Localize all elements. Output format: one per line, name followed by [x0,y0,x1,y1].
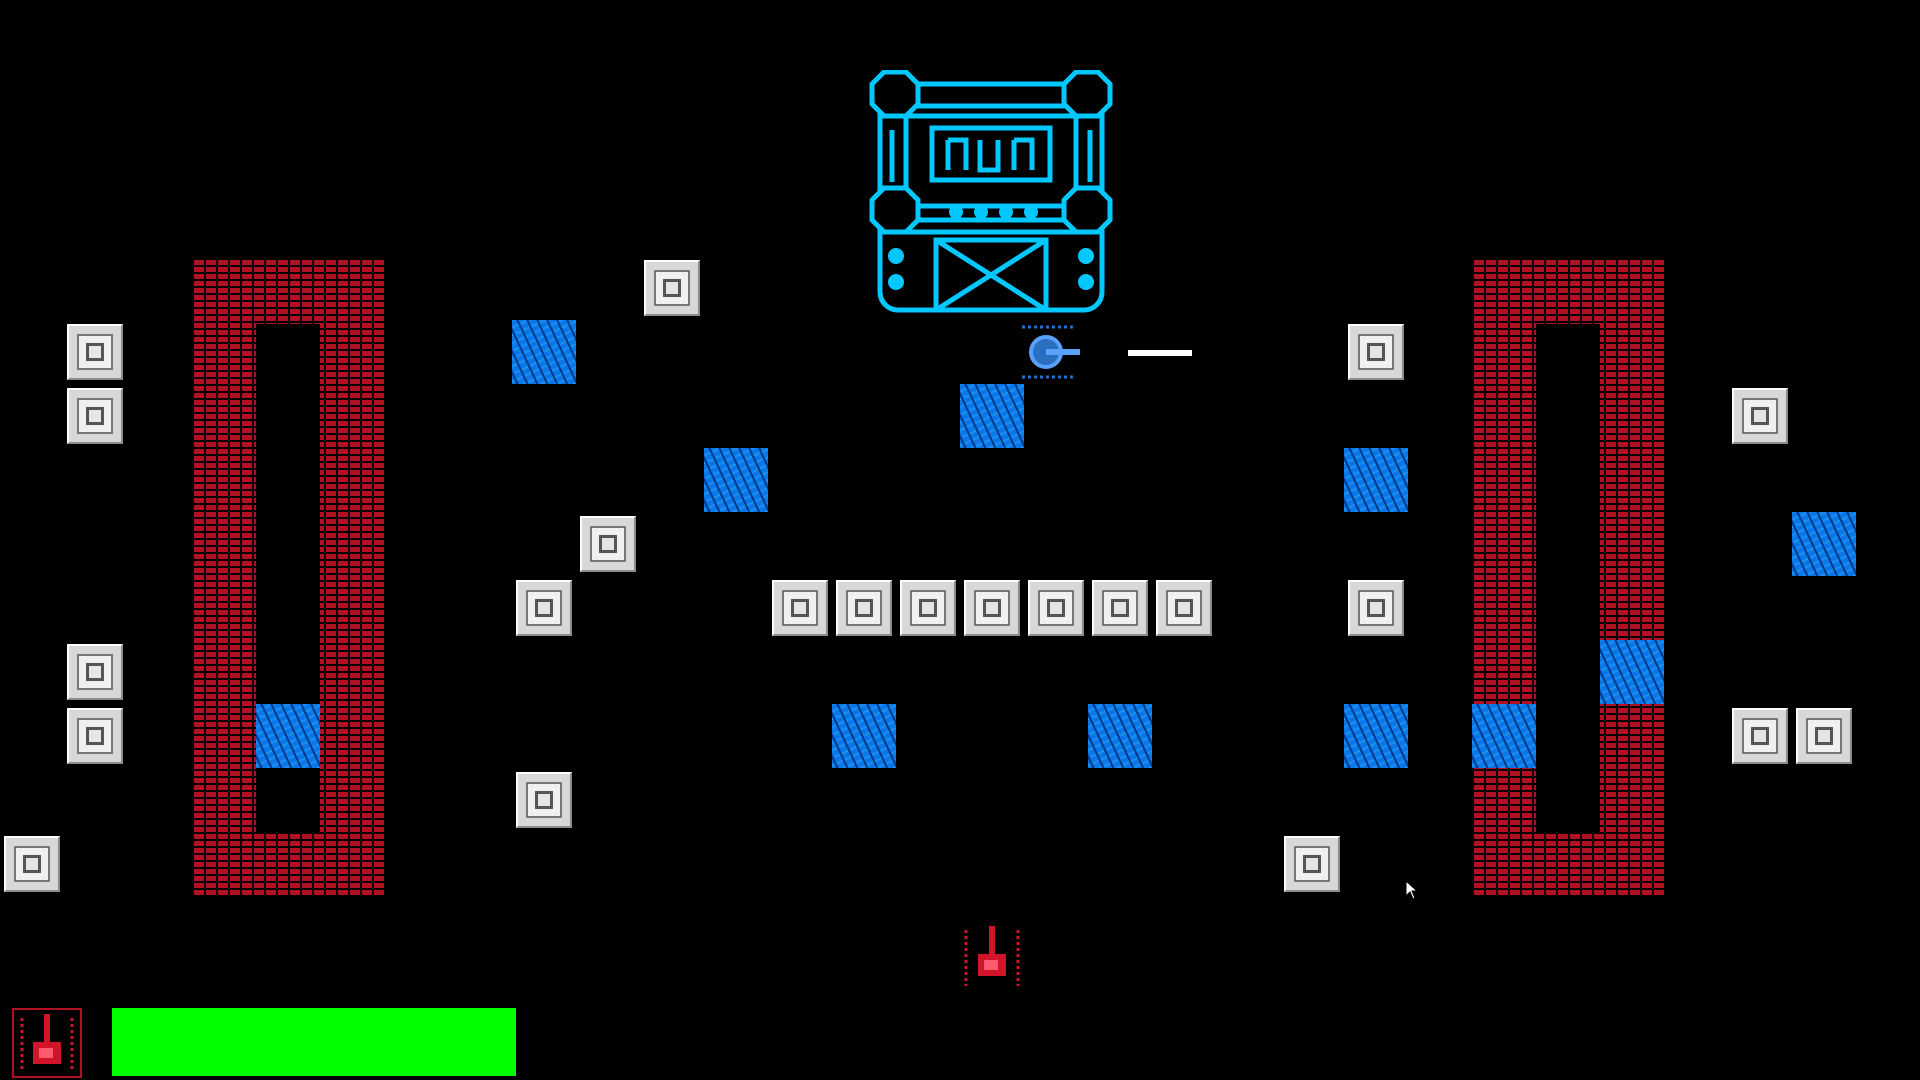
health-bar-fill [112,1008,516,1076]
steel-block [900,580,956,636]
boss-fortress [869,70,1113,313]
steel-block [1284,836,1340,892]
water-tile [1088,704,1152,768]
water-tile [512,320,576,384]
steel-block [1156,580,1212,636]
water-tile [1344,448,1408,512]
steel-block [1732,708,1788,764]
steel-block [67,644,123,700]
health-bar [112,1008,516,1076]
water-tile [1344,704,1408,768]
water-tile [832,704,896,768]
water-tile [256,704,320,768]
steel-block [1796,708,1852,764]
steel-block [1348,324,1404,380]
steel-block [516,772,572,828]
mouse-cursor-icon [1405,880,1419,900]
steel-block [67,388,123,444]
water-tile [1792,512,1856,576]
water-tile [704,448,768,512]
enemy-tank [1022,325,1080,379]
steel-block [67,708,123,764]
water-tile [1472,704,1536,768]
steel-block [772,580,828,636]
steel-block [4,836,60,892]
steel-block [67,324,123,380]
steel-block [836,580,892,636]
player-tank-icon [12,1008,82,1078]
steel-block [1348,580,1404,636]
steel-block [1732,388,1788,444]
water-tile [1600,640,1664,704]
steel-block [1092,580,1148,636]
steel-block [516,580,572,636]
water-tile [960,384,1024,448]
player-tank[interactable] [962,926,1022,988]
steel-block [580,516,636,572]
brick-wall [192,260,384,896]
steel-block [644,260,700,316]
steel-block [964,580,1020,636]
steel-block [1028,580,1084,636]
brick-wall [1472,260,1664,896]
bullet [1128,350,1192,356]
